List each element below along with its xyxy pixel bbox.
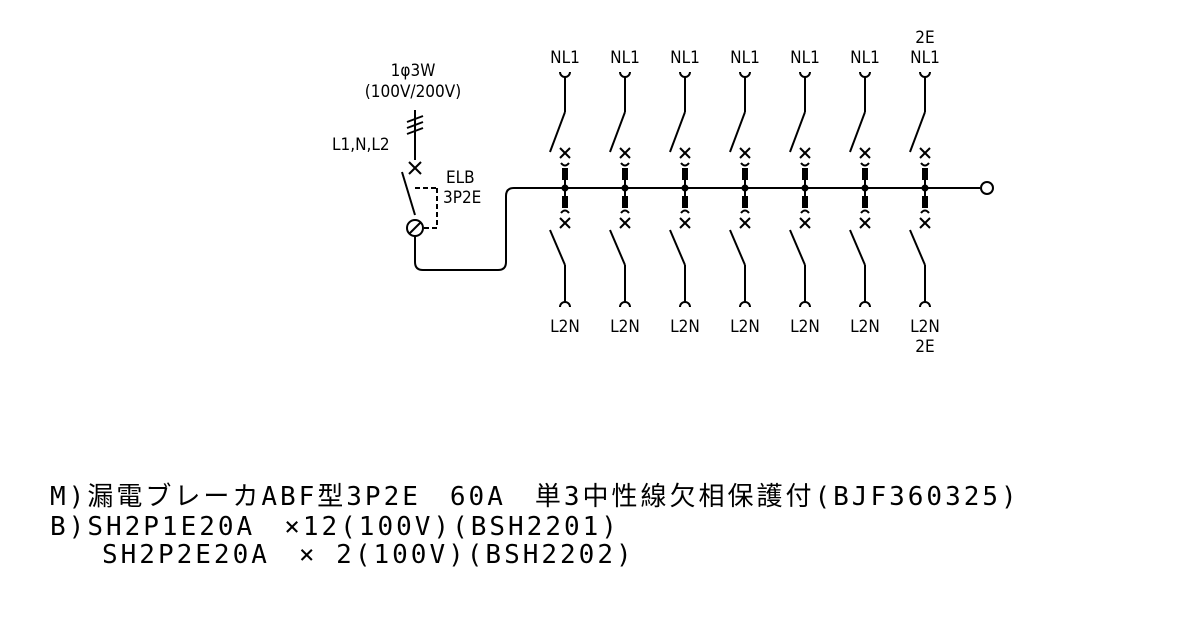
supply-line xyxy=(406,110,424,175)
bus-junction-3 xyxy=(681,184,689,192)
branch-top-label-2: NL1 xyxy=(610,48,640,68)
bus-junction-7 xyxy=(921,184,929,192)
bus-junction-6 xyxy=(861,184,869,192)
branch-top-label-6: NL1 xyxy=(850,48,880,68)
bus-junction-2 xyxy=(621,184,629,192)
spec-text: SH2P2E20A × 2(100V)(BSH2202) xyxy=(102,540,635,570)
spec-line-branch-1: B)SH2P1E20A ×12(100V)(BSH2201) xyxy=(50,512,620,542)
branch-bottom-label-3: L2N xyxy=(670,317,700,337)
spec-text: 漏電ブレーカABF型3P2E 60A 単3中性線欠相保護付(BJF360325) xyxy=(87,482,1020,512)
branch-breaker-2 xyxy=(609,71,631,308)
main-breaker-type-label: ELB xyxy=(446,168,475,188)
spec-line-branch-2: SH2P2E20A × 2(100V)(BSH2202) xyxy=(102,540,635,570)
branch-2e-marker-bottom: 2E xyxy=(915,337,934,357)
branch-breaker-4 xyxy=(729,71,751,308)
branch-top-label-7: NL1 xyxy=(910,48,940,68)
branch-breaker-6 xyxy=(849,71,871,308)
bus-junction-4 xyxy=(741,184,749,192)
bus-junction-5 xyxy=(801,184,809,192)
branch-breaker-5 xyxy=(789,71,811,308)
branch-bottom-label-4: L2N xyxy=(730,317,760,337)
main-breaker-symbol xyxy=(401,171,994,271)
branch-breaker-7 xyxy=(909,71,931,308)
spec-text: SH2P1E20A ×12(100V)(BSH2201) xyxy=(87,512,620,542)
branch-bottom-label-1: L2N xyxy=(550,317,580,337)
branch-top-label-1: NL1 xyxy=(550,48,580,68)
branch-breaker-1 xyxy=(549,71,571,308)
supply-voltage-label: (100V/200V) xyxy=(365,82,461,102)
branch-top-label-4: NL1 xyxy=(730,48,760,68)
branch-top-label-3: NL1 xyxy=(670,48,700,68)
branch-bottom-label-6: L2N xyxy=(850,317,880,337)
spec-line-main: M)漏電ブレーカABF型3P2E 60A 単3中性線欠相保護付(BJF36032… xyxy=(50,482,1020,512)
spec-prefix: M) xyxy=(50,482,88,512)
spec-prefix: B) xyxy=(50,512,88,542)
branch-breaker-3 xyxy=(669,71,691,308)
branch-bottom-label-7: L2N xyxy=(910,317,940,337)
main-breaker-poles-label: 3P2E xyxy=(443,188,481,208)
branch-bottom-label-2: L2N xyxy=(610,317,640,337)
supply-system-label: 1φ3W xyxy=(391,61,436,81)
branch-bottom-label-5: L2N xyxy=(790,317,820,337)
supply-lines-label: L1,N,L2 xyxy=(332,135,390,155)
branch-2e-marker-top: 2E xyxy=(915,28,934,48)
bus-junction-1 xyxy=(561,184,569,192)
branch-top-label-5: NL1 xyxy=(790,48,820,68)
